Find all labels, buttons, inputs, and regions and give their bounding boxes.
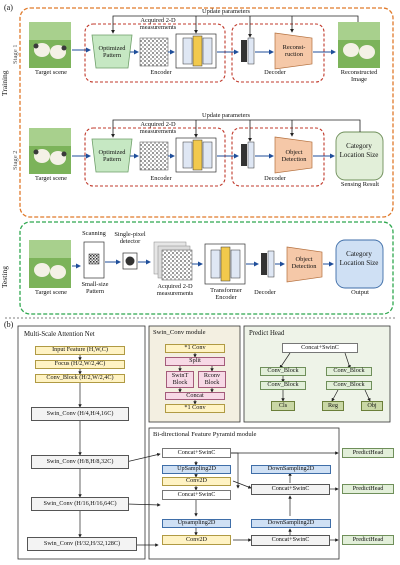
swin-concat: Concat bbox=[165, 392, 225, 400]
acquired-3: Acquired 2-D measurements bbox=[156, 283, 194, 297]
bifpn-concat-3: Concat+SwinC bbox=[162, 490, 231, 500]
bifpn-concat-4: Concat+SwinC bbox=[251, 535, 330, 546]
measurement-stack-front bbox=[161, 249, 193, 281]
optimized-pattern-1: Optimized Pattern bbox=[98, 45, 126, 59]
ph-obj: Obj bbox=[361, 401, 383, 411]
measurement-grid-1 bbox=[139, 37, 169, 67]
ph-concat: Concat+SwinC bbox=[282, 343, 358, 353]
msan-swin-1: Swin_Conv (H/4,H/4,16C) bbox=[31, 407, 129, 421]
bifpn-concat-1: Concat+SwinC bbox=[162, 448, 231, 458]
panel-a-label: (a) bbox=[4, 3, 13, 12]
bifpn-predict-3: PredictHead bbox=[342, 535, 394, 545]
testing-label: Testing bbox=[0, 266, 9, 288]
msan-swin-3: Swin_Conv (H/16,H/16,64C) bbox=[31, 497, 129, 511]
reconstruction-label: Reconst-ruction bbox=[282, 44, 306, 58]
bifpn-downsampling-2: DownSampling2D bbox=[251, 519, 331, 528]
encoder-1: Encoder bbox=[150, 69, 172, 76]
sensing-result-box bbox=[335, 131, 384, 181]
object-detection-3: Object Detection bbox=[291, 256, 317, 270]
output-box bbox=[335, 239, 384, 289]
sensing-result-label: Sensing Result bbox=[340, 181, 380, 188]
reconstructed-image-label: Reconstructed Image bbox=[340, 69, 378, 83]
bifpn-title: Bi-directional Feature Pyramid module bbox=[153, 431, 257, 438]
msan-swin-4: Swin_Conv (H/32,H/32,128C) bbox=[27, 537, 137, 551]
panel-b-label: (b) bbox=[4, 320, 14, 329]
transformer-encoder-label: Transformer Encoder bbox=[210, 287, 242, 301]
stage2-label: Stage 2 bbox=[12, 150, 19, 170]
optimized-pattern-shape-2 bbox=[91, 138, 133, 173]
bifpn-frame bbox=[148, 427, 340, 560]
msan-title: Multi-Scale Attention Net bbox=[24, 331, 95, 338]
bifpn-conv2d-2: Conv2D bbox=[162, 535, 231, 545]
object-detection-2: Object Detection bbox=[281, 149, 307, 163]
msan-frame bbox=[17, 325, 146, 560]
bifpn-downsampling-1: DownSampling2D bbox=[251, 465, 331, 474]
encoder-2: Encoder bbox=[150, 175, 172, 182]
swin-conv-title: Swin_Conv module bbox=[153, 329, 206, 336]
output-label: Output bbox=[351, 289, 369, 296]
small-pattern bbox=[88, 253, 100, 265]
bifpn-concat-2: Concat+SwinC bbox=[251, 484, 330, 495]
ph-conv-3: Conv_Block bbox=[326, 367, 372, 376]
target-scene-1: Target scene bbox=[35, 69, 67, 76]
small-pattern-label: Small-size Pattern bbox=[81, 281, 109, 295]
msan-conv-block: Conv_Block (H/2,W/2,4C) bbox=[35, 374, 125, 383]
target-scene-2: Target scene bbox=[35, 175, 67, 182]
acquired-1: Acquired 2-D measurements bbox=[139, 17, 177, 31]
bifpn-upsampling-2: Upsampling2D bbox=[162, 519, 231, 528]
decoder-frame-1 bbox=[231, 23, 325, 83]
predict-head-title: Predict Head bbox=[249, 330, 285, 337]
output-text: Category Location Size bbox=[339, 250, 379, 268]
decoder-2: Decoder bbox=[264, 175, 286, 182]
bifpn-predict-2: PredictHead bbox=[342, 484, 394, 494]
training-label: Training bbox=[0, 70, 9, 96]
bifpn-predict-1: PredictHead bbox=[342, 448, 394, 458]
object-detection-shape-2 bbox=[274, 136, 313, 174]
msan-focus: Focus (H/2,W/2,4C) bbox=[35, 360, 125, 369]
testing-frame bbox=[19, 221, 394, 315]
reconstruction-shape bbox=[274, 32, 313, 70]
decoder-bar-test bbox=[261, 253, 267, 275]
measurement-grid-2 bbox=[139, 141, 169, 171]
training-frame bbox=[19, 7, 394, 218]
object-detection-shape-test bbox=[286, 246, 323, 283]
optimized-pattern-shape-1 bbox=[91, 34, 133, 69]
swin-conv-bottom: *1 Conv bbox=[165, 404, 225, 413]
swin-split: Split bbox=[165, 357, 225, 366]
scanning-label: Scanning bbox=[82, 230, 106, 237]
ph-cls: Cls bbox=[271, 401, 295, 411]
bifpn-upsampling-1: UpSampling2D bbox=[162, 465, 231, 474]
optimized-pattern-2: Optimized Pattern bbox=[98, 149, 126, 163]
ph-conv-2: Conv_Block bbox=[260, 381, 306, 390]
encoder-frame-1 bbox=[84, 23, 226, 83]
stage1-label: Stage 1 bbox=[12, 44, 19, 64]
msan-input: Input Feature (H,W,C) bbox=[35, 346, 125, 355]
ph-conv-4: Conv_Block bbox=[326, 381, 372, 390]
swin-conv-top: *1 Conv bbox=[165, 344, 225, 353]
bifpn-conv2d-1: Conv2D bbox=[162, 477, 231, 486]
decoder-frame-2 bbox=[231, 127, 325, 187]
decoder-bar-1a bbox=[241, 40, 247, 62]
decoder-1: Decoder bbox=[264, 69, 286, 76]
detector-label: Single-pixel detector bbox=[114, 231, 146, 245]
rconv-block: Rconv Block bbox=[198, 371, 226, 388]
update-label-1: Update parameters bbox=[201, 8, 251, 15]
target-scene-3: Target scene bbox=[35, 289, 67, 296]
sensing-result-text: Category Location Size bbox=[339, 142, 379, 160]
acquired-2: Acquired 2-D measurements bbox=[139, 121, 177, 135]
msan-swin-2: Swin_Conv (H/8,H/8,32C) bbox=[31, 455, 129, 469]
ph-conv-1: Conv_Block bbox=[260, 367, 306, 376]
swint-block: SwinT Block bbox=[166, 371, 194, 388]
update-label-2: Update parameters bbox=[201, 112, 251, 119]
encoder-frame-2 bbox=[84, 127, 226, 187]
decoder-3: Decoder bbox=[254, 289, 276, 296]
ph-reg: Reg bbox=[322, 401, 344, 411]
